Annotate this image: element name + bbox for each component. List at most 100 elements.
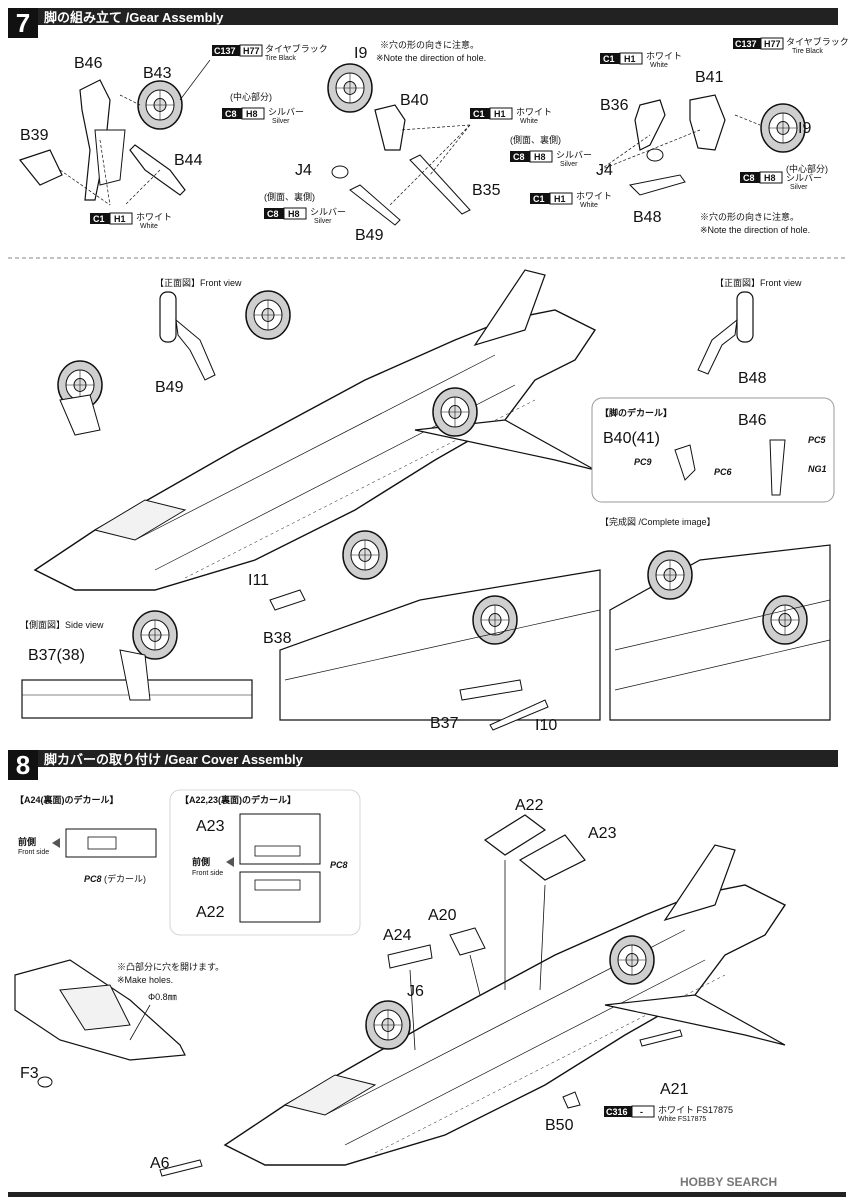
- svg-text:タイヤブラック: タイヤブラック: [786, 36, 849, 47]
- pitot-tube: [159, 1159, 203, 1177]
- paint-chip-white-r2: C1 H1 ホワイト White: [530, 191, 612, 209]
- step7-left-assembly: [18, 59, 211, 206]
- s8-part-b50: B50: [545, 1117, 574, 1134]
- svg-text:White: White: [140, 223, 158, 230]
- svg-text:Front side: Front side: [192, 870, 223, 877]
- part-b46: B46: [74, 55, 103, 72]
- part-j4-right: J4: [596, 162, 613, 179]
- hole-size: Φ0.8㎜: [148, 992, 177, 1002]
- svg-text:ホワイト: ホワイト: [576, 191, 612, 201]
- paint-chip-tire-right: C137 H77 タイヤブラック Tire Black: [733, 36, 849, 55]
- part-b35: B35: [472, 182, 501, 199]
- s8-part-a6: A6: [150, 1155, 170, 1172]
- step7-main-jet: [34, 269, 596, 591]
- part-j4-left: J4: [295, 162, 312, 179]
- complete-image: [609, 544, 831, 721]
- step7-detail-drawing: [269, 530, 601, 731]
- nose-detail: [14, 959, 186, 1088]
- front-view-label-left: 【正面図】Front view: [155, 278, 242, 288]
- holes-note-en: ※Make holes.: [117, 975, 173, 985]
- svg-text:H8: H8: [246, 109, 258, 119]
- side-view-label: 【側面図】Side view: [20, 619, 104, 630]
- gear-decal-box: 【脚のデカール】 B40(41) B46 PC9 PC6 PC5 NG1: [591, 397, 835, 503]
- svg-text:H1: H1: [494, 109, 506, 119]
- paint-chip-white-r1: C1 H1 ホワイト White: [600, 51, 682, 69]
- hole-note-en-2: ※Note the direction of hole.: [700, 225, 810, 235]
- front-view-part-b48: B48: [738, 370, 767, 387]
- front-view-left-gear: [159, 291, 216, 381]
- svg-text:前側: 前側: [192, 856, 210, 867]
- svg-text:PC5: PC5: [808, 435, 827, 445]
- svg-text:【脚のデカール】: 【脚のデカール】: [600, 407, 672, 418]
- s8-part-f3: F3: [20, 1065, 39, 1082]
- svg-text:C8: C8: [267, 209, 279, 219]
- svg-text:タイヤブラック: タイヤブラック: [265, 43, 328, 54]
- part-b39: B39: [20, 127, 49, 144]
- svg-text:PC8: PC8: [84, 874, 102, 884]
- svg-text:ホワイト: ホワイト: [516, 107, 552, 117]
- s8-part-a24: A24: [383, 927, 412, 944]
- detail-part-i10: I10: [535, 717, 557, 734]
- svg-text:NG1: NG1: [808, 464, 827, 474]
- svg-text:H1: H1: [114, 214, 126, 224]
- svg-text:C137: C137: [735, 39, 757, 49]
- part-b44: B44: [174, 152, 203, 169]
- hole-note-en-1: ※Note the direction of hole.: [376, 53, 486, 63]
- part-b41: B41: [695, 69, 724, 86]
- svg-text:C1: C1: [473, 109, 485, 119]
- paint-chip-silver-r-center: C8 H8 (中心部分) シルバー Silver: [740, 163, 828, 191]
- watermark: HOBBY SEARCH: [680, 1175, 777, 1189]
- part-i9-left: I9: [354, 45, 367, 62]
- paint-chip-tire-left: C137 H77 タイヤブラック Tire Black: [212, 43, 328, 62]
- detail-part-b38: B38: [263, 630, 292, 647]
- step8-nose-wheel: [365, 1000, 411, 1050]
- s8-part-a21: A21: [660, 1081, 689, 1098]
- step8-title: 脚カバーの取り付け /Gear Cover Assembly: [44, 752, 304, 767]
- svg-text:C8: C8: [513, 152, 525, 162]
- svg-text:Silver: Silver: [272, 118, 290, 125]
- part-b48: B48: [633, 209, 662, 226]
- paint-chip-white-mid: C1 H1 ホワイト White: [470, 107, 552, 125]
- part-b43: B43: [143, 65, 172, 82]
- svg-text:H1: H1: [624, 54, 636, 64]
- svg-text:H1: H1: [554, 194, 566, 204]
- svg-text:White: White: [650, 62, 668, 69]
- svg-text:HOBBY SEARCH: HOBBY SEARCH: [680, 1175, 777, 1189]
- hole-note-jp-1: ※穴の形の向きに注意。: [380, 39, 479, 50]
- step8-number: 8: [16, 750, 30, 780]
- svg-text:H77: H77: [764, 39, 781, 49]
- side-view-drawing: [21, 610, 253, 719]
- step7-right-assembly: [599, 94, 806, 196]
- svg-text:White FS17875: White FS17875: [658, 1116, 706, 1123]
- paint-chip-white-left: C1 H1 ホワイト White: [90, 212, 172, 230]
- complete-image-label: 【完成図 /Complete image】: [600, 516, 716, 527]
- svg-text:前側: 前側: [18, 836, 36, 847]
- svg-text:シルバー: シルバー: [310, 207, 346, 217]
- part-b36: B36: [600, 97, 629, 114]
- paint-chip-silver-r-side: (側面、裏側) C8 H8 シルバー Silver: [510, 134, 592, 168]
- front-view-right-gear: [697, 291, 754, 375]
- svg-text:ホワイト FS17875: ホワイト FS17875: [658, 1105, 733, 1115]
- svg-text:C8: C8: [743, 173, 755, 183]
- s8-part-a20: A20: [428, 907, 457, 924]
- decal-a24-box: 【A24(裏面)のデカール】 前側 Front side PC8 (デカール): [15, 794, 157, 884]
- svg-text:Tire Black: Tire Black: [792, 48, 823, 55]
- svg-text:Silver: Silver: [314, 218, 332, 225]
- svg-text:C316: C316: [606, 1107, 628, 1117]
- step7-title: 脚の組み立て /Gear Assembly: [44, 10, 224, 25]
- svg-text:C1: C1: [603, 54, 615, 64]
- step7-header: 7 脚の組み立て /Gear Assembly: [8, 8, 838, 38]
- part-b40: B40: [400, 92, 429, 109]
- svg-text:PC6: PC6: [714, 467, 733, 477]
- svg-text:A22: A22: [196, 904, 225, 921]
- svg-text:ホワイト: ホワイト: [646, 51, 682, 61]
- svg-text:White: White: [520, 118, 538, 125]
- step8-main-wheel: [609, 935, 655, 985]
- front-view-part-b49: B49: [155, 379, 184, 396]
- side-view-part: B37(38): [28, 647, 85, 664]
- s8-part-a23: A23: [588, 825, 617, 842]
- svg-text:H8: H8: [288, 209, 300, 219]
- svg-text:C137: C137: [214, 46, 236, 56]
- svg-text:ホワイト: ホワイト: [136, 212, 172, 222]
- detail-part-b37: B37: [430, 715, 459, 732]
